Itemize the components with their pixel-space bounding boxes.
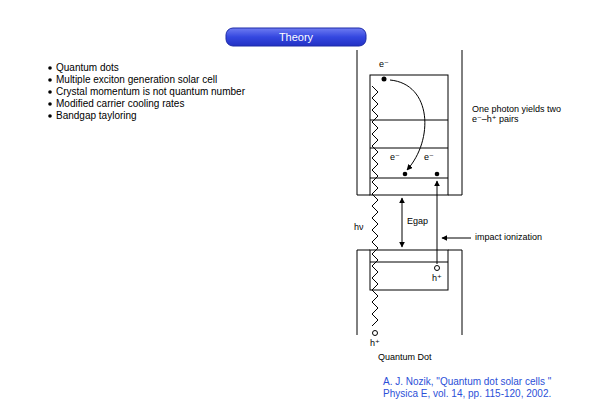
hole-circle — [373, 331, 378, 336]
energy-level — [370, 262, 448, 263]
relaxation-arrow — [390, 80, 425, 170]
photon-label: hν — [354, 222, 364, 232]
conduction-band — [370, 75, 448, 195]
electron-dot — [382, 77, 387, 82]
electron-label: e⁻ — [379, 59, 389, 69]
process-label: impact ionization — [475, 232, 542, 242]
bullet-dot — [48, 66, 52, 70]
hole-circle — [435, 266, 440, 271]
hole-label: h⁺ — [370, 338, 380, 348]
electron-dot — [403, 172, 408, 177]
ionization-arrow — [437, 181, 438, 264]
bullet-dot — [48, 78, 52, 82]
bullet-text: Modified carrier cooling rates — [56, 98, 184, 110]
barrier-wall — [357, 250, 370, 335]
slide-title: Theory — [226, 28, 366, 46]
energy-level — [370, 120, 448, 121]
electron-label: e⁻ — [424, 152, 434, 162]
electron-label: e⁻ — [390, 152, 400, 162]
bullet-text: Multiple exciton generation solar cell — [56, 74, 217, 86]
bullet-dot — [48, 102, 52, 106]
photon-wave-path — [372, 86, 378, 326]
energy-level — [370, 148, 448, 149]
photon-wave — [372, 86, 378, 326]
bullet-dots — [48, 66, 52, 118]
barrier-wall — [448, 50, 462, 195]
barrier-wall — [448, 250, 462, 335]
valence-band — [370, 250, 448, 290]
bullet-text: Quantum dots — [56, 62, 119, 74]
gap-label: Egap — [407, 216, 428, 226]
citation-text: A. J. Nozik, "Quantum dot solar cells " … — [383, 376, 589, 399]
bullet-dot — [48, 90, 52, 94]
hole-label: h⁺ — [432, 273, 442, 283]
bullet-text: Bandgap tayloring — [56, 110, 137, 122]
figure-label: Quantum Dot — [378, 352, 432, 362]
energy-level — [370, 178, 448, 179]
bullet-dot — [48, 114, 52, 118]
barrier-wall — [357, 50, 370, 195]
pointer-arrow — [442, 238, 471, 239]
electron-dot — [435, 172, 440, 177]
title-pill — [226, 28, 366, 46]
bullet-text: Crystal momentum is not quantum number — [56, 86, 245, 98]
gap-arrow — [402, 198, 403, 247]
annotation-text: One photon yields two e⁻–h⁺ pairs — [472, 104, 564, 125]
